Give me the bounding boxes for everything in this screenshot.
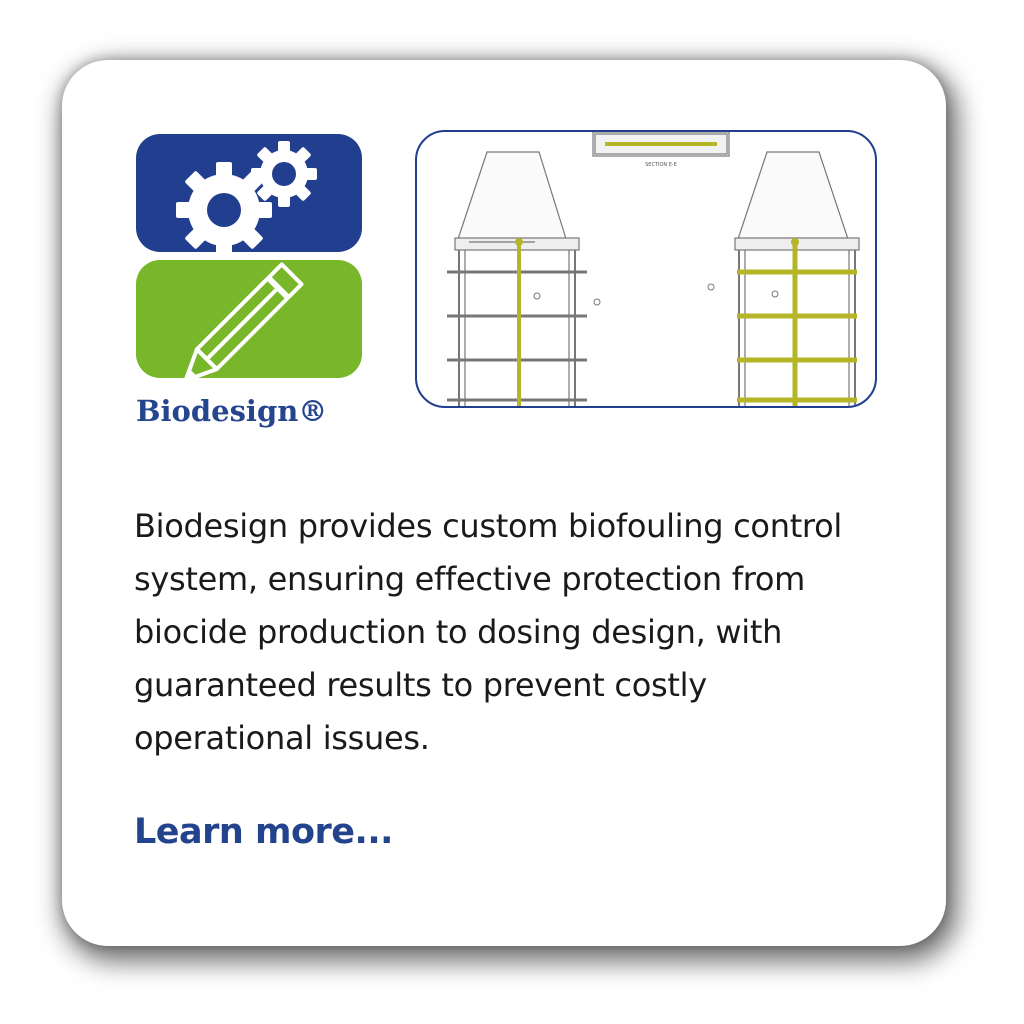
- service-description: Biodesign provides custom biofouling con…: [134, 507, 842, 757]
- logo-wordmark: Biodesign®: [136, 394, 328, 428]
- engineering-drawing: SECTION E-E: [415, 130, 877, 408]
- dosing-system-schematic: SECTION E-E: [447, 132, 860, 406]
- learn-more-link[interactable]: Learn more...: [134, 812, 393, 852]
- drawing-caption: SECTION E-E: [645, 162, 677, 168]
- service-card: Biodesign®: [62, 60, 946, 946]
- gears-icon: [176, 141, 317, 252]
- biodesign-logo: Biodesign®: [136, 134, 362, 434]
- pencil-icon: [183, 262, 304, 378]
